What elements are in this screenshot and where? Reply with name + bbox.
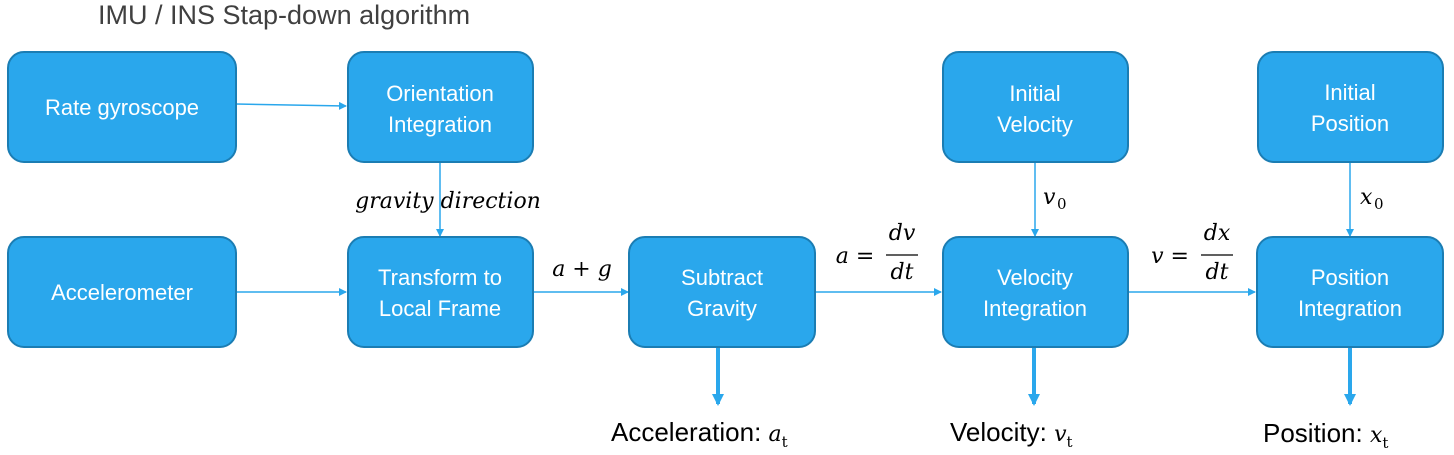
v-eq-text: v = [1151, 244, 1189, 269]
a-eq-text: a = [836, 244, 875, 269]
initial-velocity-block: Initial Velocity [942, 51, 1129, 163]
initial-position-line1: Initial [1324, 80, 1375, 105]
subtract-label-line2: Gravity [687, 296, 757, 321]
velocity-output-label: Velocity: vt [950, 417, 1073, 451]
dx-text: dx [1204, 221, 1231, 246]
x0-label: x 0 [1360, 185, 1384, 213]
x0-sub: 0 [1374, 195, 1384, 213]
a-plus-g-label: a + g [552, 257, 612, 282]
acceleration-output: Acceleration: at [611, 417, 788, 451]
subtract-gravity-block: Subtract Gravity [628, 236, 816, 348]
transform-label-line1: Transform to [378, 265, 502, 290]
x0-var: x [1360, 185, 1373, 210]
position-int-line1: Position [1311, 265, 1389, 290]
orientation-label-line1: Orientation [386, 81, 494, 106]
transform-label-line2: Local Frame [379, 296, 501, 321]
accelerometer-label: Accelerometer [51, 280, 193, 305]
v0-var: v [1043, 185, 1056, 210]
initial-position-block: Initial Position [1257, 51, 1444, 163]
dt-text-2: dt [1206, 260, 1229, 285]
velocity-int-line2: Integration [983, 296, 1087, 321]
dv-text: dv [889, 221, 916, 246]
orientation-label-line2: Integration [388, 112, 492, 137]
a-eq-dv-dt-label: a = dv dt [836, 221, 918, 285]
velocity-output: Velocity: vt [950, 417, 1073, 451]
v0-sub: 0 [1057, 195, 1067, 213]
velocity-integration-block: Velocity Integration [942, 236, 1129, 348]
transform-block: Transform to Local Frame [347, 236, 534, 348]
dt-text-1: dt [891, 260, 914, 285]
orientation-integration-block: Orientation Integration [347, 51, 534, 163]
rate-gyroscope-block: Rate gyroscope [7, 51, 237, 163]
rate-gyroscope-label: Rate gyroscope [45, 95, 199, 120]
gravity-direction-label: gravity direction [355, 189, 541, 214]
initial-velocity-line1: Initial [1009, 81, 1060, 106]
edge-gyro-to-orientation [235, 101, 347, 110]
velocity-int-line1: Velocity [997, 265, 1073, 290]
initial-velocity-line2: Velocity [997, 112, 1073, 137]
v0-label: v 0 [1043, 185, 1067, 213]
position-int-line2: Integration [1298, 296, 1402, 321]
acceleration-output-label: Acceleration: at [611, 417, 788, 451]
accelerometer-block: Accelerometer [7, 236, 237, 348]
initial-position-line2: Position [1311, 111, 1389, 136]
diagram-title: IMU / INS Stap-down algorithm [98, 0, 471, 30]
position-output: Position: xt [1263, 418, 1388, 452]
subtract-label-line1: Subtract [681, 265, 763, 290]
position-integration-block: Position Integration [1256, 236, 1444, 348]
position-output-label: Position: xt [1263, 418, 1388, 452]
v-eq-dx-dt-label: v = dx dt [1151, 221, 1233, 285]
